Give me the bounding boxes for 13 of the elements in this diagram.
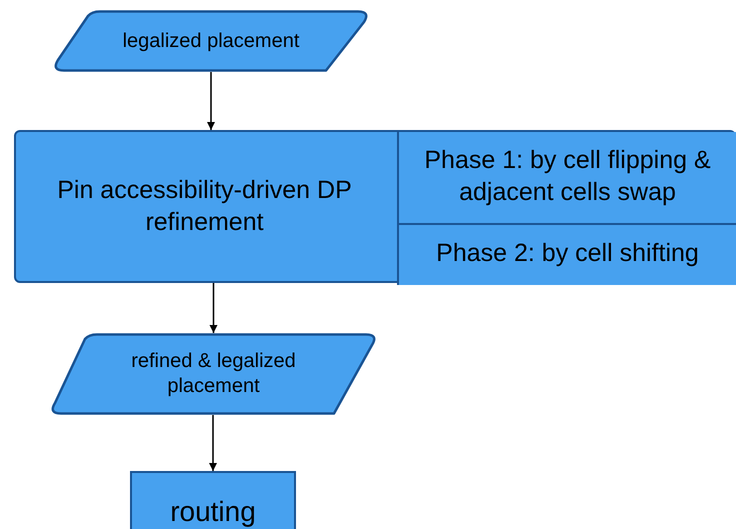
process-box [14, 130, 736, 283]
phase-cell [397, 132, 736, 223]
node-text: Pin accessibility-driven DP refinement [56, 175, 353, 238]
node-text: routing [170, 494, 256, 528]
node-text: Phase 1: by cell flipping & adjacent cells swap [423, 145, 712, 208]
arrow [210, 283, 218, 333]
node-text: refined & legalized placement [130, 349, 297, 399]
node-text: Phase 2: by cell shifting [436, 238, 699, 270]
phase-cell [397, 223, 736, 285]
arrow [207, 72, 215, 130]
node-text: legalized placement [122, 28, 300, 54]
arrow [209, 415, 217, 471]
process-box [130, 471, 296, 529]
